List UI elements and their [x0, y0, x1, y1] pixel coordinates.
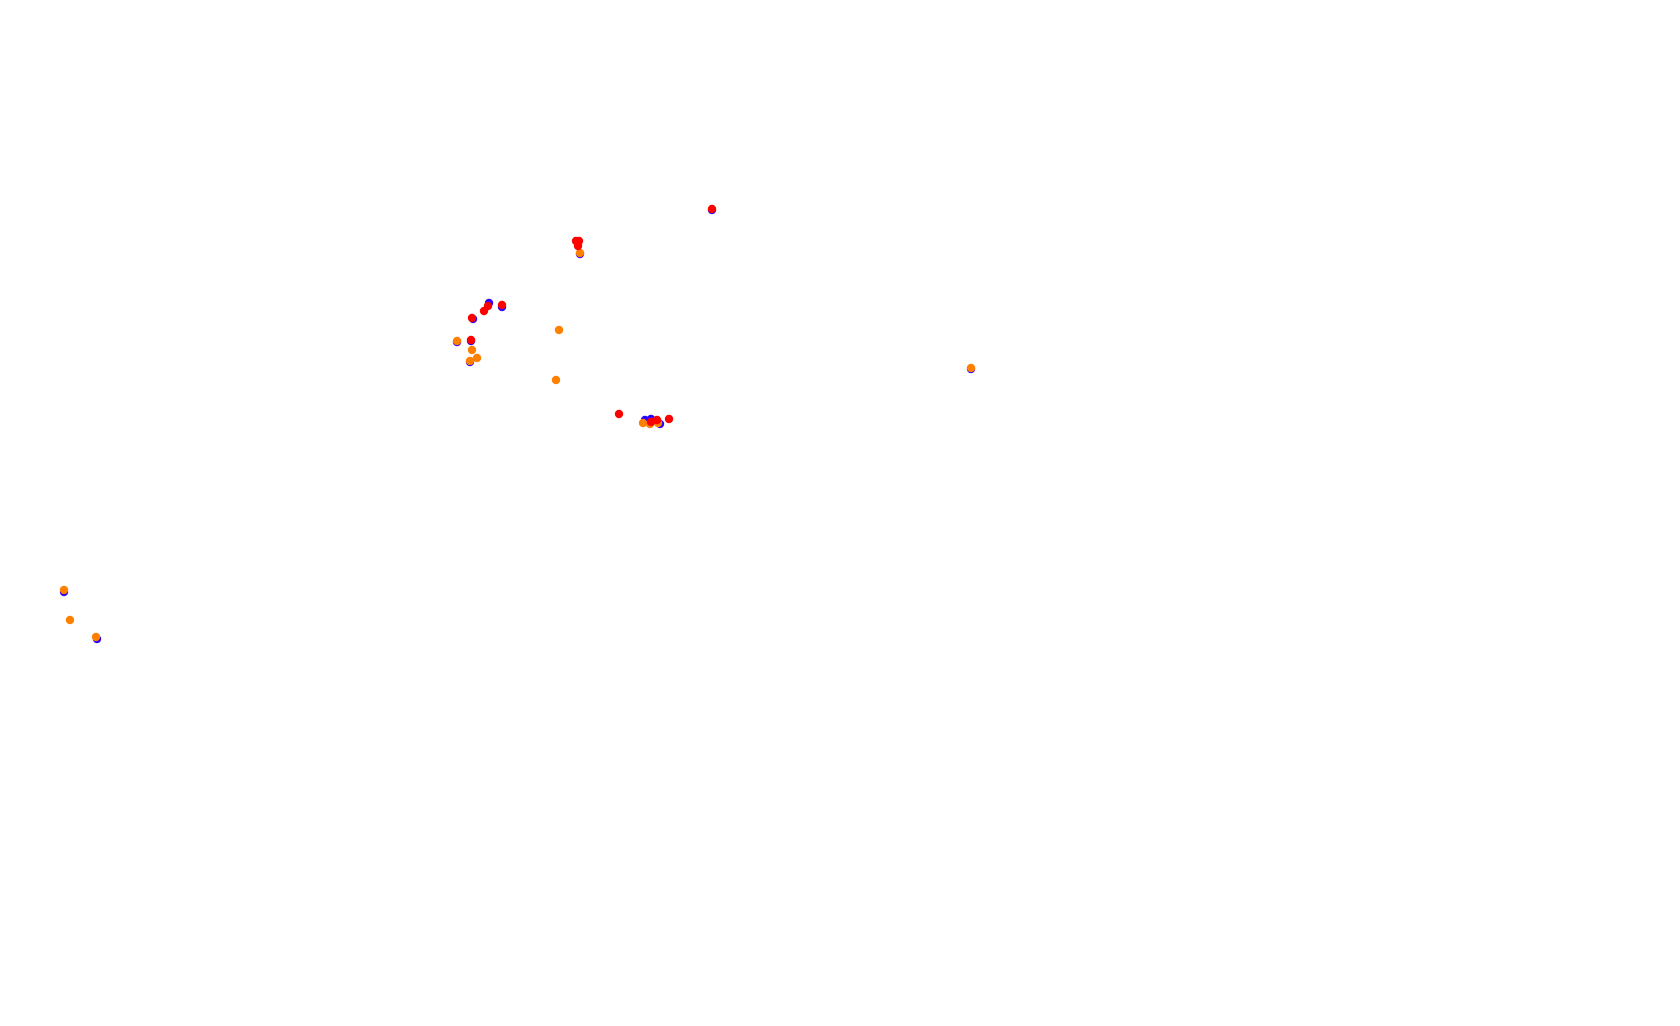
data-point-orange-0: [575, 248, 585, 258]
data-point-red-9: [614, 409, 624, 419]
data-point-orange-13: [91, 632, 101, 642]
data-point-red-5: [479, 306, 489, 316]
data-point-red-6: [497, 300, 507, 310]
data-point-orange-3: [467, 345, 477, 355]
data-point-red-7: [467, 313, 477, 323]
data-point-orange-5: [465, 356, 475, 366]
data-point-red-8: [466, 335, 476, 345]
data-point-orange-4: [472, 353, 482, 363]
data-point-red-3: [571, 236, 581, 246]
data-point-orange-11: [59, 585, 69, 595]
data-point-orange-6: [551, 375, 561, 385]
series-blue: [59, 205, 976, 644]
data-point-orange-7: [966, 363, 976, 373]
data-point-orange-1: [554, 325, 564, 335]
series-layer: [59, 204, 976, 644]
series-red: [466, 204, 717, 427]
data-point-red-0: [707, 204, 717, 214]
data-point-red-12: [646, 417, 656, 427]
data-point-orange-8: [638, 418, 648, 428]
data-point-red-11: [664, 414, 674, 424]
data-point-orange-12: [65, 615, 75, 625]
data-point-orange-2: [452, 336, 462, 346]
series-orange: [59, 248, 976, 642]
